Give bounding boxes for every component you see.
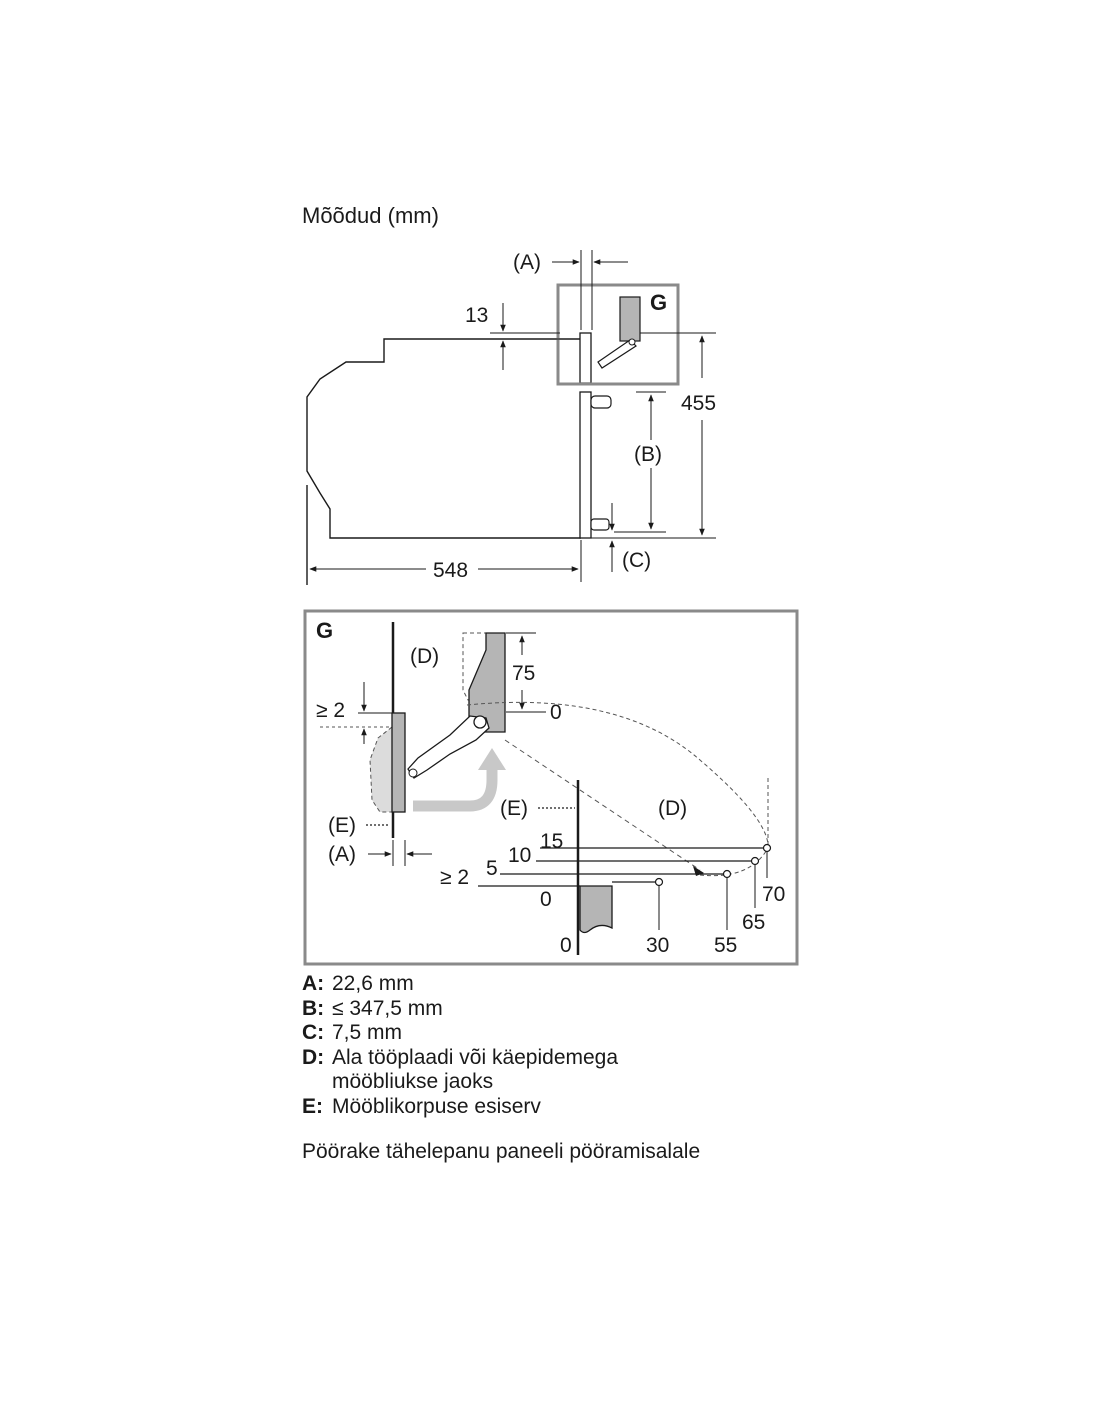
legend-value: Ala tööplaadi või käepidemega	[332, 1045, 619, 1069]
side-dim-13: 13	[465, 304, 488, 327]
worktop-section	[579, 885, 613, 934]
label-e-right: (E)	[500, 797, 528, 820]
legend-row-d: D: Ala tööplaadi või käepidemega	[302, 1046, 618, 1071]
tick-y-5: 5	[486, 857, 498, 880]
legend-row-c: C: 7,5 mm	[302, 1021, 618, 1046]
rotation-arrow	[413, 768, 498, 812]
legend-value: ≤ 347,5 mm	[332, 996, 443, 1020]
side-dim-548: 548	[433, 559, 468, 582]
hinge-pivot	[473, 715, 487, 729]
tick-x-0: 0	[560, 934, 572, 957]
dim-75: 75	[512, 662, 535, 685]
legend-key: D:	[302, 1045, 325, 1069]
side-label-b: (B)	[634, 443, 662, 466]
side-hinge-arm	[597, 339, 637, 369]
oven-knob-bottom	[590, 518, 610, 531]
legend-row-e: E: Mööblikorpuse esiserv	[302, 1095, 618, 1120]
legend-key: C:	[302, 1021, 325, 1044]
side-label-a: (A)	[513, 251, 541, 274]
oven-body-outline	[306, 338, 581, 539]
tick-x-55: 55	[714, 934, 737, 957]
tick-y-10: 10	[508, 844, 531, 867]
label-d-right: (D)	[658, 797, 687, 820]
label-a-detail: (A)	[328, 843, 356, 866]
tick-end-70: 70	[762, 883, 785, 906]
dim-ge2-bottom: ≥ 2	[440, 866, 469, 889]
oven-knob-top	[590, 395, 612, 409]
oven-door	[579, 391, 592, 539]
legend-row-d-cont: mööbliukse jaoks	[302, 1070, 618, 1095]
legend-key: A:	[302, 972, 325, 995]
legend-key: B:	[302, 996, 325, 1020]
tick-end-65: 65	[742, 911, 765, 934]
hinge-arm	[407, 715, 490, 779]
legend-row-b: B: ≤ 347,5 mm	[302, 997, 618, 1022]
panel-ghost-lowered	[369, 726, 393, 813]
rotation-area-note: Pöörake tähelepanu paneeli pööramisalale	[302, 1140, 701, 1163]
detail-label-g: G	[316, 618, 333, 643]
legend-value: mööbliukse jaoks	[332, 1070, 494, 1093]
side-label-g: G	[650, 290, 667, 315]
legend-value: Mööblikorpuse esiserv	[332, 1094, 541, 1118]
legend: A: 22,6 mm B: ≤ 347,5 mm C: 7,5 mm D: Al…	[302, 972, 618, 1119]
legend-value: 22,6 mm	[332, 972, 414, 995]
legend-key: E:	[302, 1094, 323, 1118]
dim-ge2-top: ≥ 2	[316, 699, 345, 722]
legend-row-a: A: 22,6 mm	[302, 972, 618, 997]
swing-path-dashed	[504, 739, 701, 871]
detail-g-marker-box	[556, 283, 680, 386]
label-d-top: (D)	[410, 645, 439, 668]
tick-y-15: 15	[540, 830, 563, 853]
tick-y-0: 0	[540, 888, 552, 911]
label-e-left: (E)	[328, 814, 356, 837]
dim-0-top: 0	[550, 701, 562, 724]
side-label-c: (C)	[622, 549, 651, 572]
dimensions-title: Mõõdud (mm)	[302, 203, 439, 228]
side-dim-455: 455	[681, 392, 716, 415]
legend-value: 7,5 mm	[332, 1021, 403, 1044]
panel-lowered	[391, 712, 406, 813]
tick-x-30: 30	[646, 934, 669, 957]
